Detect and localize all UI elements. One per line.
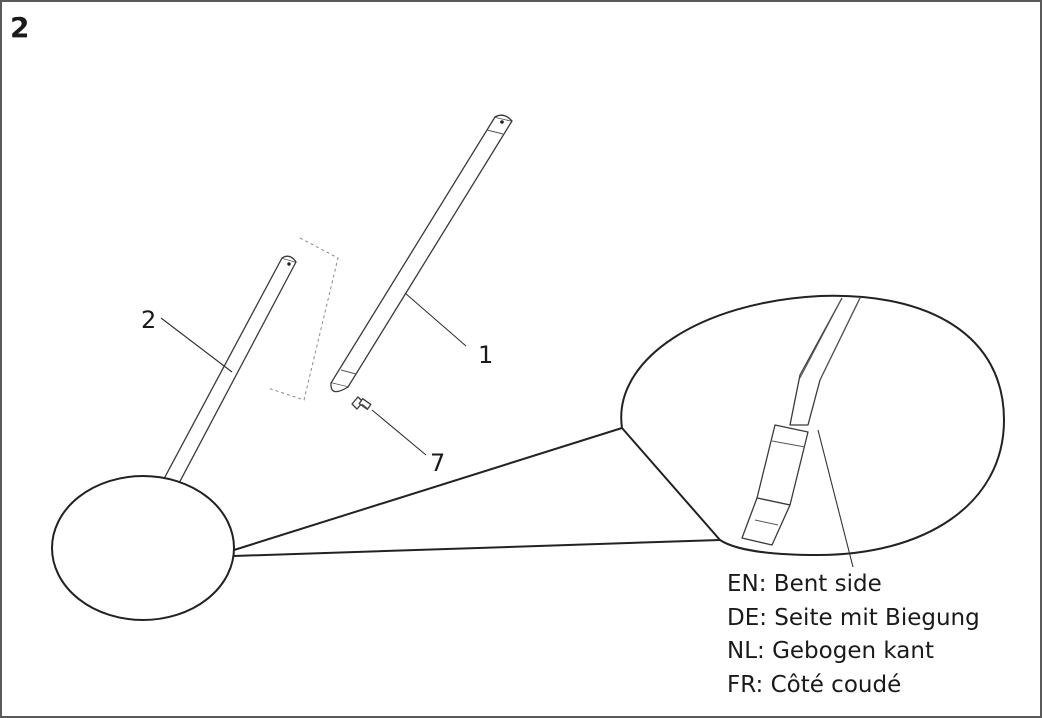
leader-part-2 xyxy=(160,317,233,373)
callout-7: 7 xyxy=(430,449,445,477)
legend-nl: NL: Gebogen kant xyxy=(727,638,934,664)
screw-part-7 xyxy=(351,396,372,410)
magnifier-connector-bottom xyxy=(233,539,721,557)
magnifier-source-circle xyxy=(51,475,235,621)
tube-part-1 xyxy=(330,114,513,393)
legend-de: DE: Seite mit Biegung xyxy=(727,605,980,631)
legend-block: EN: Bent side DE: Seite mit Biegung NL: … xyxy=(727,571,980,698)
leader-part-1 xyxy=(404,292,467,347)
callout-1: 1 xyxy=(478,341,493,369)
magnified-tube-bent xyxy=(741,297,861,546)
legend-fr: FR: Côté coudé xyxy=(727,672,901,698)
magnifier-zoom-bubble xyxy=(620,294,1006,557)
leader-part-7 xyxy=(371,409,427,456)
alignment-guide xyxy=(267,237,339,401)
leader-bent-side xyxy=(817,429,854,568)
legend-en: EN: Bent side xyxy=(727,571,882,597)
magnifier-connector-top xyxy=(233,427,623,551)
step-number: 2 xyxy=(10,11,29,44)
callout-2: 2 xyxy=(141,306,156,334)
